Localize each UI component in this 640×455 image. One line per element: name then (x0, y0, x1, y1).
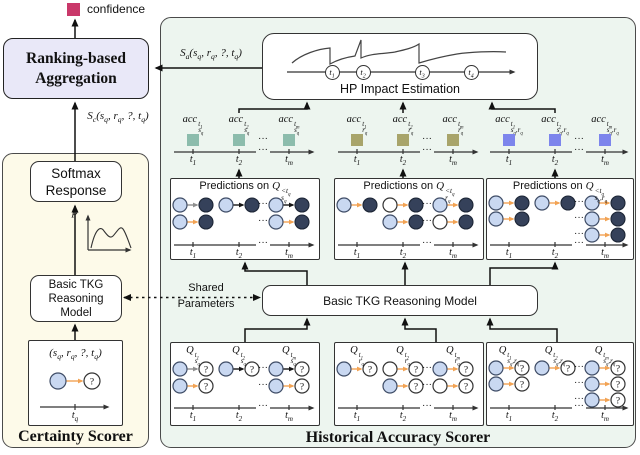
predictions-box-relation (334, 178, 484, 260)
query-box-subject-relation (486, 342, 634, 426)
tq-tick-label: tq (71, 410, 79, 423)
certainty-scorer-title: Certainty Scorer (18, 428, 133, 445)
shared-parameters-label: Shared Parameters (160, 280, 252, 312)
basic-tkg-model-left-box: Basic TKG Reasoning Model (30, 275, 122, 322)
query-box-subject (170, 342, 320, 426)
hp-tick-t3: t3 (414, 64, 430, 80)
confidence-swatch (67, 3, 80, 16)
ranking-aggregation-box: Ranking-based Aggregation (3, 38, 149, 99)
hp-tick-t2: t2 (355, 64, 371, 80)
confidence-label: confidence (87, 2, 146, 16)
hp-tick-t1: t1 (324, 64, 340, 80)
softmax-line2: Response (45, 182, 107, 198)
certainty-query-box (28, 340, 123, 426)
hp-impact-estimation-box: HP Impact Estimation (262, 33, 538, 100)
ranking-aggregation-line2: Aggregation (35, 69, 117, 87)
ltkg-line2: Reasoning (48, 292, 104, 305)
predictions-box-subject-relation (486, 178, 634, 260)
ltkg-line3: Model (60, 306, 92, 319)
rtkg-label: Basic TKG Reasoning Model (323, 293, 477, 308)
softmax-response-box: Softmax Response (30, 161, 122, 202)
query-tuple-label: (sq, rq, ?, tq) (49, 347, 102, 362)
p-axis-label: p (72, 204, 78, 218)
shared-line2: Parameters (177, 298, 235, 310)
historical-accuracy-title: Historical Accuracy Scorer (305, 429, 491, 446)
query-box-relation (334, 342, 484, 426)
ltkg-line1: Basic TKG (48, 278, 104, 291)
shared-line1: Shared (188, 282, 224, 294)
hp-impact-estimation-label: HP Impact Estimation (340, 82, 460, 96)
predictions-box-subject (170, 178, 320, 260)
hp-tick-t4: t4 (463, 64, 479, 80)
sc-score-label: Sc(sq, rq, ?, tq) (87, 110, 149, 125)
ranking-aggregation-line1: Ranking-based (26, 49, 126, 67)
sa-score-label: Sa(sq, rq, ?, tq) (180, 47, 242, 62)
basic-tkg-model-right-box: Basic TKG Reasoning Model (262, 285, 538, 316)
softmax-line1: Softmax (51, 165, 101, 181)
